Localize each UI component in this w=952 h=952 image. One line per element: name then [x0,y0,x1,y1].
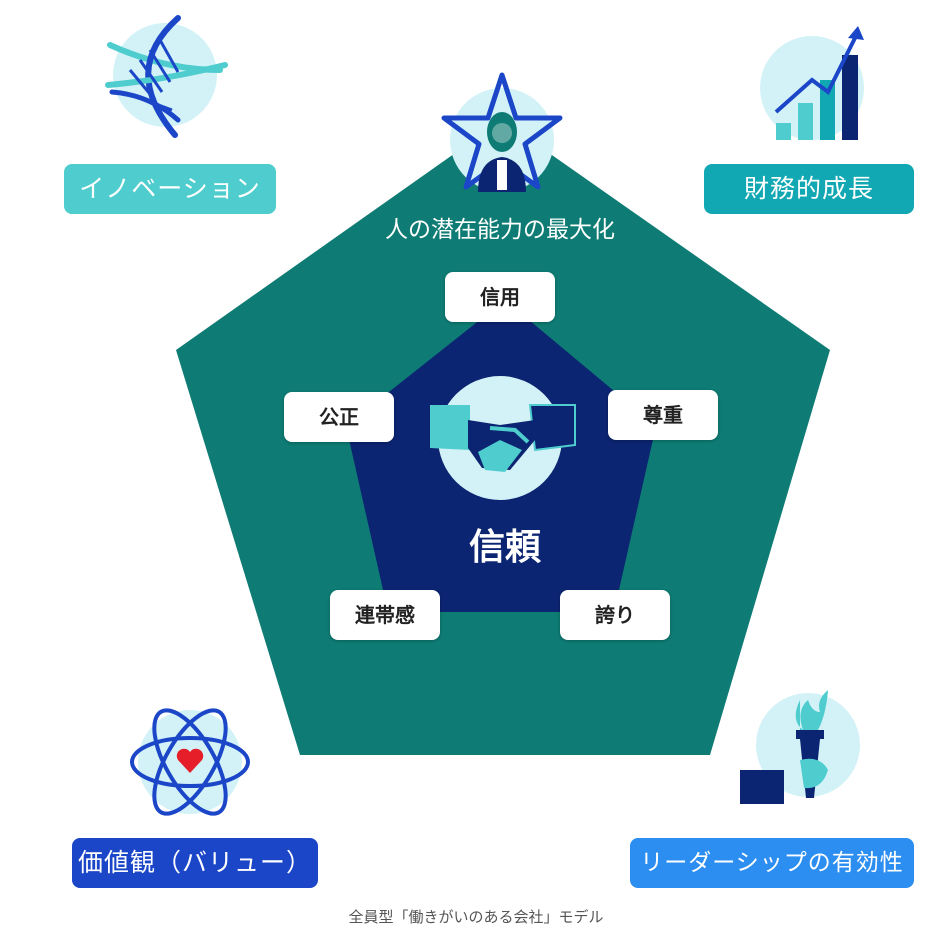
outer-pentagon-label: 人の潜在能力の最大化 [385,217,615,243]
innovation-label: イノベーション [64,164,276,214]
finance-label: 財務的成長 [704,164,914,214]
value-pride: 誇り [560,590,670,640]
value-camaraderie: 連帯感 [330,590,440,640]
atom-heart-icon [130,708,250,816]
handshake-icon [430,376,576,500]
torch-icon [740,690,860,804]
center-label: 信頼 [468,527,541,568]
value-fairness: 公正 [284,392,394,442]
dna-icon [105,15,228,138]
growth-chart-icon [760,26,864,140]
values-label: 価値観（バリュー） [72,838,318,888]
leadership-label: リーダーシップの有効性 [630,838,914,888]
caption: 全員型「働きがいのある会社」モデル [348,908,604,926]
value-respect: 尊重 [608,390,718,440]
person-star-icon [441,72,563,192]
value-trust: 信用 [445,272,555,322]
